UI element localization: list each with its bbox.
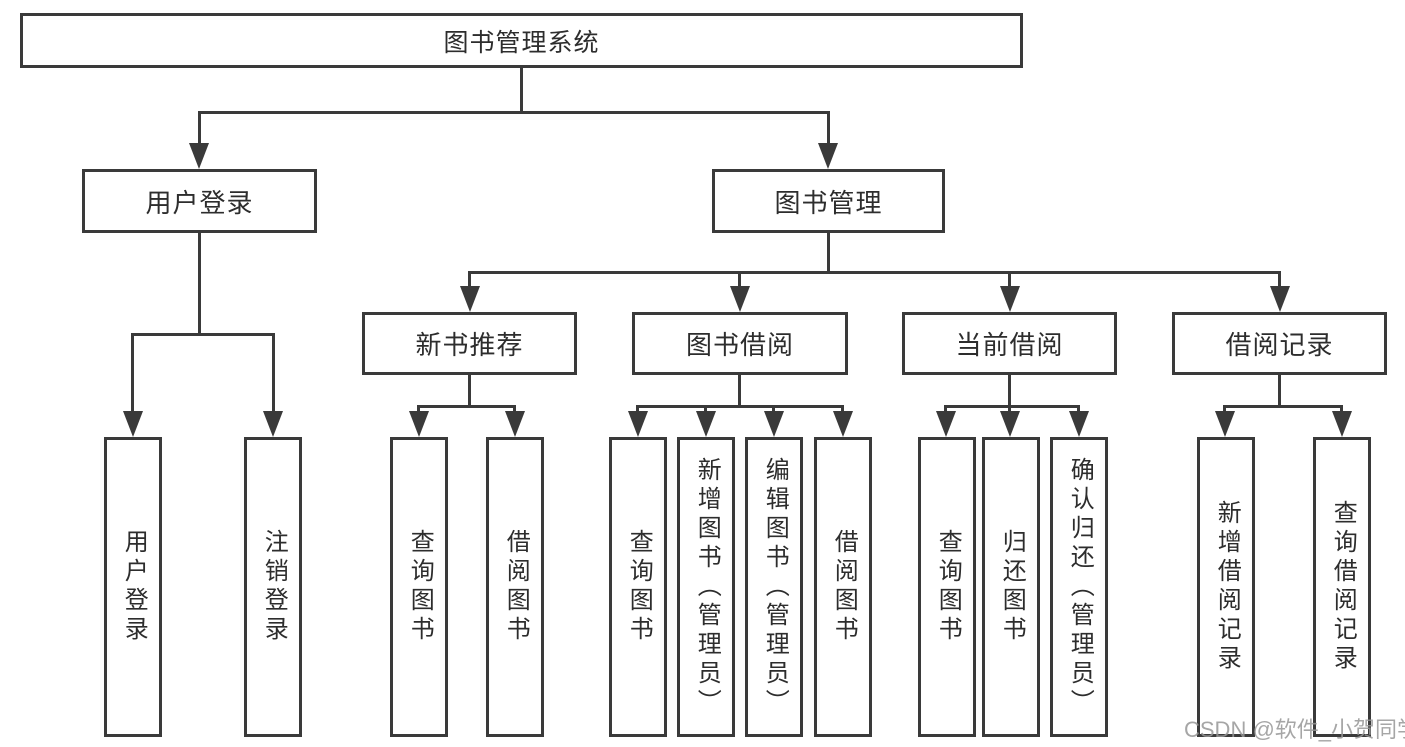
arrow-down-icon <box>1215 411 1235 437</box>
arrow-down-icon <box>818 143 838 169</box>
arrow-down-icon <box>409 411 429 437</box>
leaf-borrow-edit-books-admin: 编辑图书（管理员） <box>745 437 803 737</box>
connector-leaf-stub <box>944 405 947 413</box>
leaf-records-query-record: 查询借阅记录 <box>1313 437 1371 737</box>
node-label: 借阅图书 <box>502 529 530 645</box>
connector-login-bar <box>131 333 275 336</box>
leaf-user-login: 用户登录 <box>104 437 162 737</box>
connector-login-child-stub <box>131 333 134 413</box>
node-label: 图书管理系统 <box>443 28 600 57</box>
node-label: 借阅记录 <box>1225 330 1334 360</box>
connector-leaf-stub <box>513 405 516 413</box>
arrow-down-icon <box>936 411 956 437</box>
connector-root-stem <box>520 68 523 114</box>
leaf-current-confirm-return-admin: 确认归还（管理员） <box>1050 437 1108 737</box>
connector-recommend-stub <box>468 271 471 289</box>
node-current-borrowing: 当前借阅 <box>902 312 1117 375</box>
connector-leaf-stub <box>1223 405 1226 413</box>
connector-book-mgmt-stub <box>827 111 830 145</box>
connector-user-login-stub <box>198 111 201 145</box>
connector-leaf-stub <box>1340 405 1343 413</box>
leaf-current-query-books: 查询图书 <box>918 437 976 737</box>
node-borrowing-records: 借阅记录 <box>1172 312 1387 375</box>
node-library-system: 图书管理系统 <box>20 13 1023 68</box>
arrow-down-icon <box>730 286 750 312</box>
node-label: 查询图书 <box>625 529 653 645</box>
leaf-current-return-books: 归还图书 <box>982 437 1040 737</box>
arrow-down-icon <box>696 411 716 437</box>
connector-records-bar <box>1223 405 1343 408</box>
connector-leaf-stub <box>636 405 639 413</box>
node-label: 图书借阅 <box>685 330 794 360</box>
connector-leaf-stub <box>704 405 707 413</box>
connector-level3-bar <box>468 271 1281 274</box>
node-label: 查询借阅记录 <box>1329 500 1357 674</box>
connector-leaf-stub <box>841 405 844 413</box>
connector-borrow-bar <box>636 405 844 408</box>
arrow-down-icon <box>505 411 525 437</box>
node-label: 归还图书 <box>998 529 1026 645</box>
node-label: 用户登录 <box>120 529 148 645</box>
connector-borrow-stem <box>738 375 741 408</box>
node-label: 当前借阅 <box>955 330 1064 360</box>
watermark: CSDN @软件_小贺同学 <box>1184 717 1405 742</box>
node-label: 新书推荐 <box>415 330 524 360</box>
leaf-logout: 注销登录 <box>244 437 302 737</box>
node-book-borrowing: 图书借阅 <box>632 312 848 375</box>
node-label: 新增图书（管理员） <box>693 456 721 718</box>
node-label: 查询图书 <box>406 529 434 645</box>
arrow-down-icon <box>1000 411 1020 437</box>
node-label: 查询图书 <box>934 529 962 645</box>
connector-borrow-stub <box>738 271 741 289</box>
connector-leaf-stub <box>772 405 775 413</box>
node-new-book-recommend: 新书推荐 <box>362 312 577 375</box>
arrow-down-icon <box>460 286 480 312</box>
connector-current-stem <box>1008 375 1011 408</box>
connector-current-stub <box>1008 271 1011 289</box>
node-label: 新增借阅记录 <box>1213 500 1241 674</box>
node-book-management: 图书管理 <box>712 169 945 233</box>
arrow-down-icon <box>833 411 853 437</box>
arrow-down-icon <box>628 411 648 437</box>
arrow-down-icon <box>123 411 143 437</box>
connector-recommend-bar <box>417 405 516 408</box>
leaf-records-add-record: 新增借阅记录 <box>1197 437 1255 737</box>
node-label: 用户登录 <box>145 187 254 218</box>
connector-logout-child-stub <box>272 333 275 413</box>
node-label: 借阅图书 <box>830 529 858 645</box>
node-user-login: 用户登录 <box>82 169 317 233</box>
connector-level2-bar <box>198 111 830 114</box>
arrow-down-icon <box>1270 286 1290 312</box>
leaf-borrow-borrow-books: 借阅图书 <box>814 437 872 737</box>
node-label: 确认归还（管理员） <box>1066 456 1094 718</box>
node-label: 注销登录 <box>260 529 288 645</box>
connector-leaf-stub <box>417 405 420 413</box>
connector-recommend-stem <box>468 375 471 408</box>
arrow-down-icon <box>263 411 283 437</box>
arrow-down-icon <box>189 143 209 169</box>
leaf-borrow-query-books: 查询图书 <box>609 437 667 737</box>
leaf-borrow-add-books-admin: 新增图书（管理员） <box>677 437 735 737</box>
connector-records-stub <box>1278 271 1281 289</box>
arrow-down-icon <box>1000 286 1020 312</box>
arrow-down-icon <box>1069 411 1089 437</box>
connector-mgmt-stem <box>827 233 830 274</box>
connector-leaf-stub <box>1008 405 1011 413</box>
arrow-down-icon <box>764 411 784 437</box>
connector-current-bar <box>944 405 1080 408</box>
node-label: 编辑图书（管理员） <box>761 456 789 718</box>
arrow-down-icon <box>1332 411 1352 437</box>
leaf-recommend-borrow-books: 借阅图书 <box>486 437 544 737</box>
connector-leaf-stub <box>1077 405 1080 413</box>
node-label: 图书管理 <box>774 187 883 218</box>
connector-login-stem <box>198 233 201 336</box>
leaf-recommend-query-books: 查询图书 <box>390 437 448 737</box>
connector-records-stem <box>1278 375 1281 408</box>
